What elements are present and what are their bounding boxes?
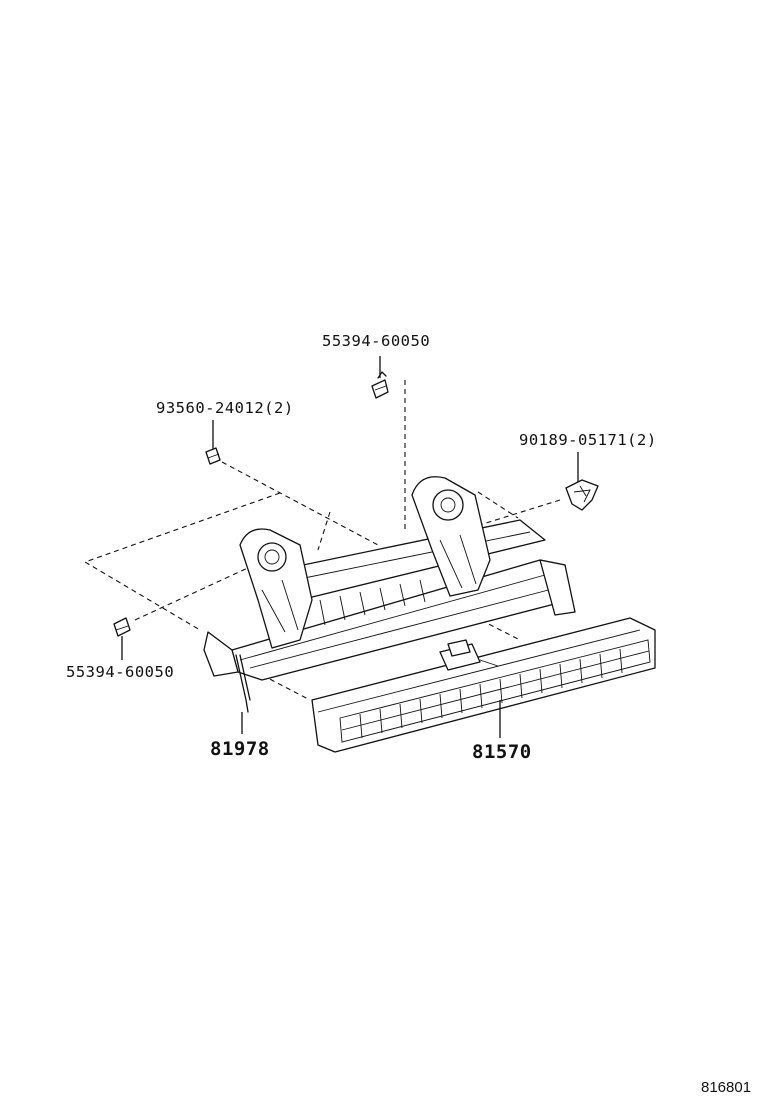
figure-code: 816801: [701, 1079, 752, 1096]
part-label-clip-left: 55394-60050: [66, 663, 175, 681]
assembly-dashed-lines: [83, 380, 561, 701]
screw-part: [205, 439, 221, 465]
clip-top-part: [371, 371, 389, 399]
bracket-part: [203, 476, 576, 713]
nut-part: [565, 479, 599, 511]
part-label-clip-top: 55394-60050: [322, 332, 431, 350]
leader-lines: [121, 356, 579, 738]
part-label-nut: 90189-05171(2): [519, 431, 657, 449]
clip-left-part: [113, 617, 131, 637]
part-label-lamp: 81570: [472, 741, 532, 763]
part-label-bracket: 81978: [210, 738, 270, 760]
part-label-screw: 93560-24012(2): [156, 399, 294, 417]
lamp-part: [311, 617, 656, 753]
